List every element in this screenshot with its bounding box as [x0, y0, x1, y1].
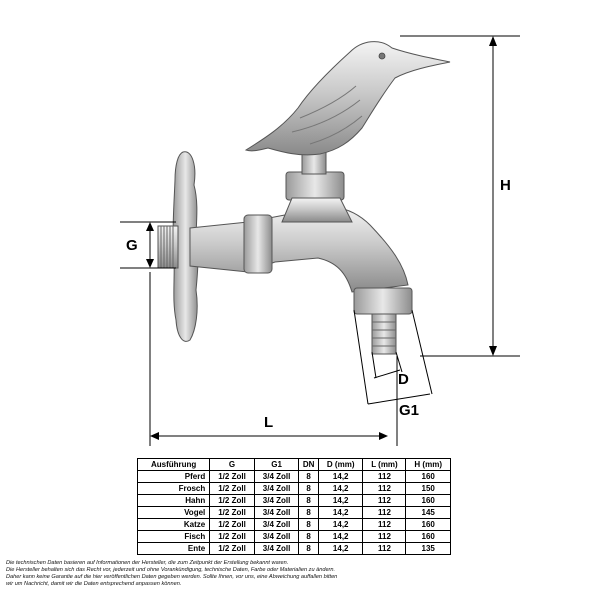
hose-tail: [371, 313, 397, 355]
table-cell: Hahn: [136, 494, 211, 507]
table-cell: 1/2 Zoll: [209, 518, 255, 531]
dimension-arrows: [146, 36, 497, 440]
table-cell: 150: [405, 482, 451, 495]
table-header-cell: G1: [253, 458, 300, 471]
table-cell: 14,2: [317, 506, 364, 519]
table-cell: 112: [362, 470, 407, 483]
bird-handle: [244, 41, 451, 156]
table-header-cell: G: [209, 458, 255, 471]
table-cell: Katze: [136, 518, 211, 531]
table-cell: 14,2: [317, 542, 364, 555]
table-cell: 8: [298, 482, 319, 495]
table-cell: 8: [298, 530, 319, 543]
table-cell: 160: [405, 470, 451, 483]
valve-nut: [285, 171, 345, 201]
table-cell: 14,2: [317, 494, 364, 507]
table-cell: 1/2 Zoll: [209, 482, 255, 495]
table-cell: 14,2: [317, 482, 364, 495]
table-cell: 112: [362, 518, 407, 531]
table-cell: 145: [405, 506, 451, 519]
table-cell: 3/4 Zoll: [253, 530, 300, 543]
table-header-cell: DN: [298, 458, 319, 471]
table-cell: 3/4 Zoll: [253, 470, 300, 483]
table-cell: 3/4 Zoll: [253, 542, 300, 555]
table-cell: Frosch: [136, 482, 211, 495]
table-cell: 14,2: [317, 518, 364, 531]
body-collar: [243, 214, 273, 274]
table-header-cell: D (mm): [317, 458, 364, 471]
spec-table: Ausführung G G1 DN D (mm) L (mm) H (mm) …: [136, 458, 451, 555]
table-cell: 8: [298, 506, 319, 519]
table-cell: Vogel: [136, 506, 211, 519]
table-cell: 8: [298, 494, 319, 507]
disclaimer: Die technischen Daten basieren auf Infor…: [6, 560, 426, 588]
table-cell: 3/4 Zoll: [253, 482, 300, 495]
table-cell: 8: [298, 542, 319, 555]
dim-label-d: D: [398, 371, 409, 388]
table-cell: 1/2 Zoll: [209, 494, 255, 507]
dim-label-g1: G1: [399, 402, 419, 419]
table-cell: 160: [405, 530, 451, 543]
bird-eye: [378, 52, 386, 60]
table-cell: 160: [405, 494, 451, 507]
table-header-cell: Ausführung: [136, 458, 211, 471]
table-header-cell: H (mm): [405, 458, 451, 471]
table-header-cell: L (mm): [362, 458, 407, 471]
table-cell: 1/2 Zoll: [209, 542, 255, 555]
dim-label-l: L: [264, 414, 273, 431]
table-cell: 112: [362, 506, 407, 519]
valve-bonnet: [281, 197, 353, 223]
table-cell: 3/4 Zoll: [253, 518, 300, 531]
table-cell: 112: [362, 530, 407, 543]
table-cell: 135: [405, 542, 451, 555]
disclaimer-line: wir um Nachricht, damit wir die Daten en…: [6, 581, 182, 587]
table-cell: 8: [298, 518, 319, 531]
table-cell: 160: [405, 518, 451, 531]
table-cell: 8: [298, 470, 319, 483]
dim-label-h: H: [500, 177, 511, 194]
table-cell: 112: [362, 482, 407, 495]
disclaimer-line: Die technischen Daten basieren auf Infor…: [6, 560, 289, 566]
table-cell: 3/4 Zoll: [253, 494, 300, 507]
table-cell: 1/2 Zoll: [209, 470, 255, 483]
table-header-row: Ausführung G G1 DN D (mm) L (mm) H (mm): [136, 458, 451, 471]
table-cell: 112: [362, 494, 407, 507]
table-cell: 3/4 Zoll: [253, 506, 300, 519]
faucet-drawing: H G L D G1: [120, 35, 520, 446]
table-cell: 14,2: [317, 470, 364, 483]
wall-rosette: [172, 151, 199, 342]
inlet-thread: [157, 225, 179, 269]
table-cell: 1/2 Zoll: [209, 530, 255, 543]
table-cell: Fisch: [136, 530, 211, 543]
disclaimer-line: Die Hersteller behalten sich das Recht v…: [6, 567, 336, 573]
table-cell: Ente: [136, 542, 211, 555]
table-cell: Pferd: [136, 470, 211, 483]
dimension-lines: [120, 35, 520, 446]
table-cell: 112: [362, 542, 407, 555]
table-cell: 1/2 Zoll: [209, 506, 255, 519]
dim-label-g: G: [126, 237, 138, 254]
disclaimer-line: Daher kann keine Garantie auf die hier v…: [6, 574, 338, 580]
table-cell: 14,2: [317, 530, 364, 543]
outlet-nut: [353, 287, 413, 315]
